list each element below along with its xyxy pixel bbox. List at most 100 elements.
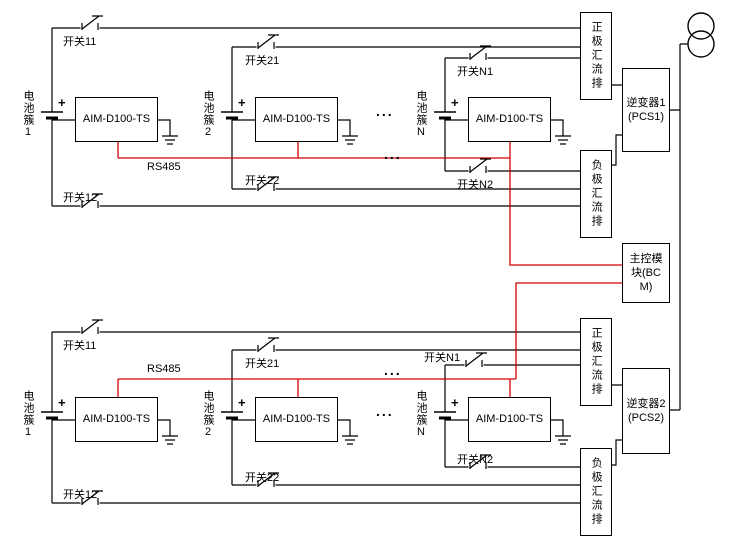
- switch-gap-mask: [464, 363, 484, 367]
- polarity-plus-label: +: [451, 95, 459, 110]
- bcm-box: 主控模块(BCM): [622, 243, 670, 303]
- switch-strokes: [81, 490, 103, 505]
- rs485-wire: [117, 142, 622, 397]
- negative-busbar-box: 负极汇流排: [580, 150, 612, 238]
- inverter-box: 逆变器1(PCS1): [622, 68, 670, 152]
- rs485-label: RS485: [147, 161, 181, 173]
- switch-label: 开关N2: [457, 179, 494, 191]
- transformer-icon: [687, 12, 715, 58]
- switch-icon: [80, 193, 103, 208]
- switch-icon: [468, 45, 491, 60]
- ellipsis-label: ...: [376, 403, 394, 419]
- bcm-label: 主控模块(BCM): [629, 252, 663, 294]
- aim-module-label: AIM-D100-TS: [475, 113, 544, 126]
- positive-busbar-label: 正极汇流排: [590, 21, 603, 91]
- switch-gap-mask: [256, 483, 276, 487]
- switch-icon: [80, 490, 103, 505]
- switch-strokes: [469, 158, 491, 173]
- aim-module-box: AIM-D100-TS: [255, 397, 338, 442]
- inverter-box: 逆变器2(PCS2): [622, 368, 670, 454]
- battery-cluster-label: 电池簇N: [415, 90, 427, 139]
- switch-strokes: [469, 454, 491, 469]
- transformer-coil: [687, 12, 715, 40]
- switch-icon: [256, 34, 279, 49]
- switch-strokes: [81, 319, 103, 334]
- ellipsis-label: ...: [384, 146, 402, 162]
- switch-icon: [256, 472, 279, 487]
- polarity-plus-label: +: [238, 95, 246, 110]
- switch-gap-mask: [468, 169, 488, 173]
- circuit-wires-top: [51, 27, 688, 410]
- aim-module-box: AIM-D100-TS: [468, 97, 551, 142]
- polarity-plus-label: +: [238, 395, 246, 410]
- switch-strokes: [81, 193, 103, 208]
- rs485-label: RS485: [147, 363, 181, 375]
- switch-gap-mask: [468, 465, 488, 469]
- switch-icon: [80, 319, 103, 334]
- switch-label: 开关11: [63, 36, 97, 48]
- aim-module-label: AIM-D100-TS: [262, 113, 331, 126]
- ground-icon: [162, 135, 571, 445]
- inverter-label: 逆变器1(PCS1): [626, 96, 666, 123]
- aim-module-box: AIM-D100-TS: [75, 397, 158, 442]
- switch-icon: [464, 352, 487, 367]
- switch-label: 开关11: [63, 340, 97, 352]
- switch-gap-mask: [80, 501, 100, 505]
- negative-busbar-box: 负极汇流排: [580, 448, 612, 536]
- switch-gap-mask: [256, 348, 276, 352]
- ellipsis-label: ...: [384, 362, 402, 378]
- negative-busbar-label: 负极汇流排: [590, 159, 603, 229]
- switch-label: 开关22: [245, 472, 280, 484]
- battery-cluster-label: 电池簇1: [22, 390, 34, 439]
- switch-label: 开关21: [245, 55, 280, 67]
- switch-strokes: [257, 472, 279, 487]
- switch-label: 开关22: [245, 175, 280, 187]
- switch-icon: [256, 176, 279, 191]
- switch-gap-mask: [468, 56, 488, 60]
- aim-module-label: AIM-D100-TS: [262, 413, 331, 426]
- aim-module-label: AIM-D100-TS: [82, 113, 151, 126]
- switch-icon: [468, 158, 491, 173]
- switch-strokes: [257, 337, 279, 352]
- switch-strokes: [257, 34, 279, 49]
- polarity-plus-label: +: [451, 395, 459, 410]
- switch-icon: [256, 337, 279, 352]
- switch-label: 开关21: [245, 358, 280, 370]
- switch-label: 开关12: [63, 489, 98, 501]
- battery-cluster-label: 电池簇1: [22, 90, 34, 139]
- battery-plates-long: [41, 111, 456, 413]
- switch-strokes: [81, 15, 103, 30]
- switch-label: 开关12: [63, 192, 98, 204]
- switch-gap-mask: [80, 330, 100, 334]
- aim-module-box: AIM-D100-TS: [75, 97, 158, 142]
- ellipsis-label: ...: [376, 103, 394, 119]
- aim-module-label: AIM-D100-TS: [475, 413, 544, 426]
- switch-gap-mask: [80, 204, 100, 208]
- positive-busbar-box: 正极汇流排: [580, 12, 612, 100]
- positive-busbar-box: 正极汇流排: [580, 318, 612, 406]
- positive-busbar-label: 正极汇流排: [590, 327, 603, 397]
- transformer-coil: [687, 30, 715, 58]
- switch-label: 开关N2: [457, 454, 494, 466]
- switch-gap-mask: [256, 45, 276, 49]
- switch-strokes: [257, 176, 279, 191]
- switch-strokes: [465, 352, 487, 367]
- battery-plates-thick: [46, 116, 451, 420]
- switch-label: 开关N1: [457, 66, 494, 78]
- aim-module-label: AIM-D100-TS: [82, 413, 151, 426]
- switch-gap-mask: [80, 26, 100, 30]
- battery-cluster-label: 电池簇2: [202, 390, 214, 439]
- battery-cluster-label: 电池簇2: [202, 90, 214, 139]
- polarity-plus-label: +: [58, 95, 66, 110]
- switch-strokes: [469, 45, 491, 60]
- aim-module-box: AIM-D100-TS: [468, 397, 551, 442]
- inverter-label: 逆变器2(PCS2): [626, 397, 666, 424]
- switch-icon: [80, 15, 103, 30]
- switch-icon: [468, 454, 491, 469]
- battery-cluster-label: 电池簇N: [415, 390, 427, 439]
- switch-gap-mask: [256, 187, 276, 191]
- circuit-wires-bottom: [51, 331, 680, 504]
- aim-module-box: AIM-D100-TS: [255, 97, 338, 142]
